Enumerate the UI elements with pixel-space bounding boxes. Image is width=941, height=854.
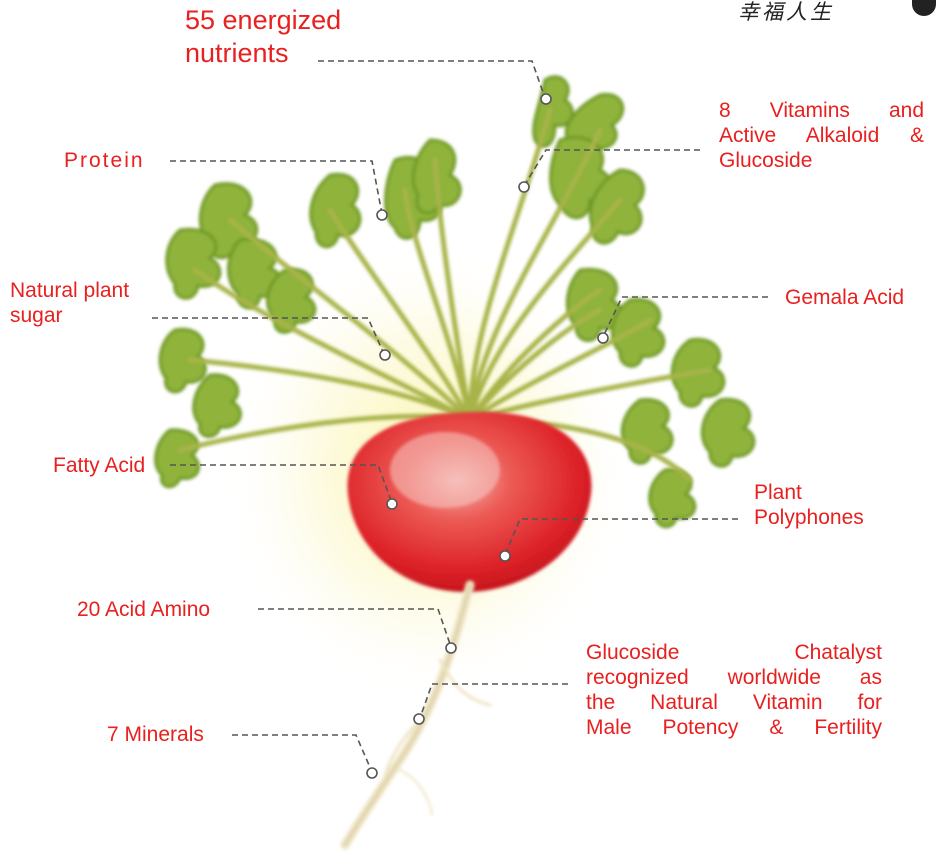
dot-vitamins [519,182,529,192]
label-gemala-acid: Gemala Acid [785,285,904,310]
dot-glucoside [414,714,424,724]
dot-polyphones [500,551,510,561]
leader-minerals [232,735,372,772]
label-fatty-acid: Fatty Acid [53,453,145,478]
radish-highlight [390,432,500,508]
label-natural-plant-sugar: Natural plant sugar [10,278,129,328]
label-protein: Protein [64,148,145,173]
dot-amino [446,643,456,653]
leader-energized [318,61,545,98]
brand-logo: 幸福人生 [738,0,834,26]
label-energized-nutrients: 55 energized nutrients [185,4,341,70]
label-plant-polyphones: Plant Polyphones [754,480,864,530]
dot-minerals [367,768,377,778]
dot-sugar [380,350,390,360]
dot-protein [377,210,387,220]
dot-energized [541,94,551,104]
label-minerals: 7 Minerals [107,722,204,747]
dot-fatty [387,499,397,509]
label-glucoside-chatalyst: Glucoside Chatalyst recognized worldwide… [586,640,882,740]
label-acid-amino: 20 Acid Amino [77,597,210,622]
dot-gemala [598,333,608,343]
label-vitamins: 8 Vitamins and Active Alkaloid & Glucosi… [719,98,924,173]
